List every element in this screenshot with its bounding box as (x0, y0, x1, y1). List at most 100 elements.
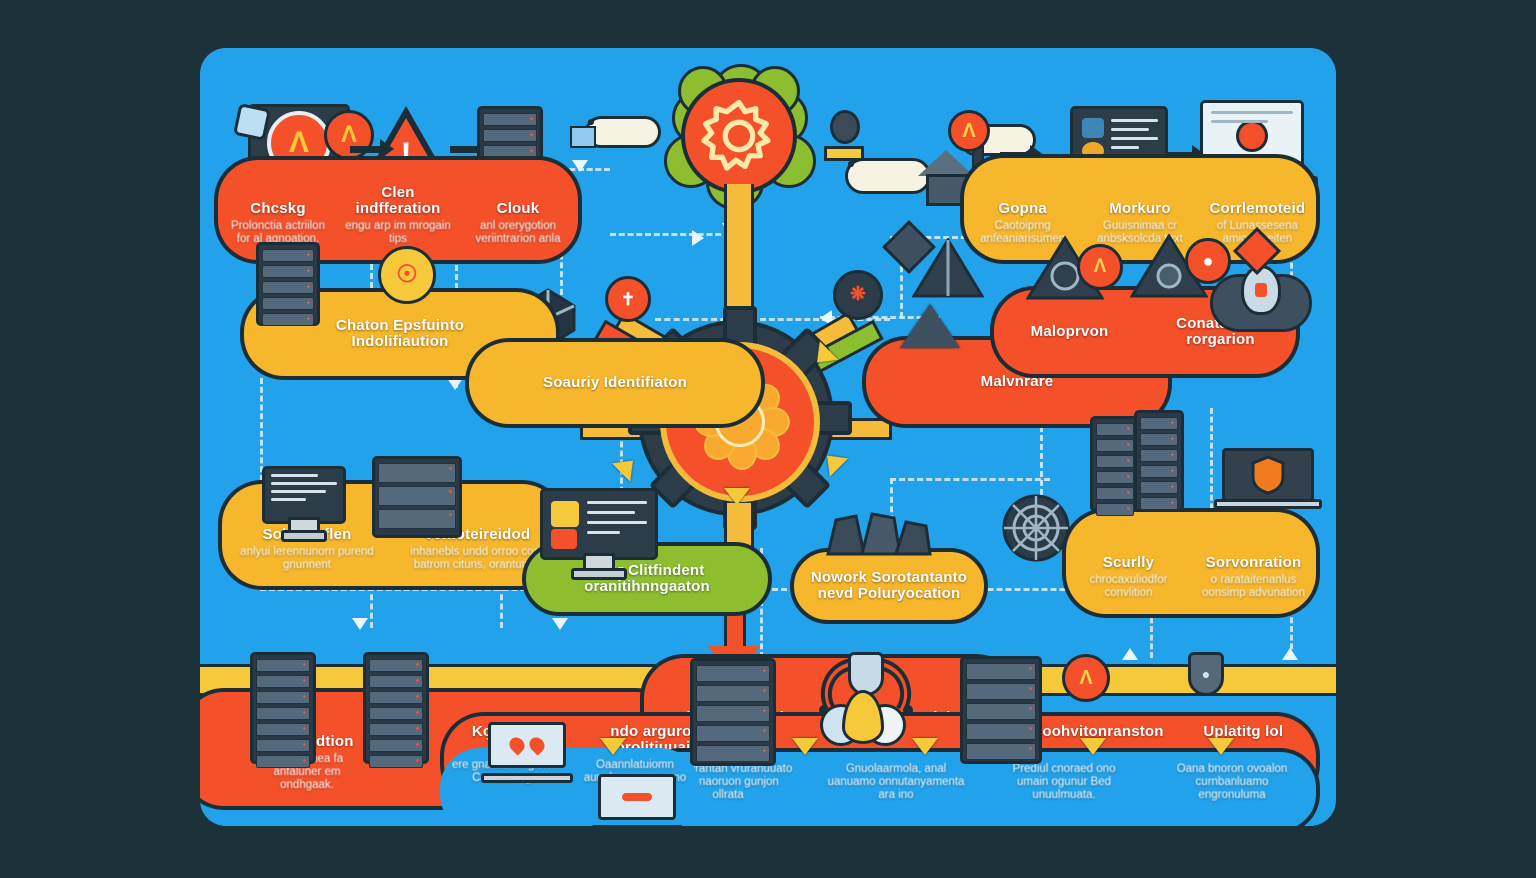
rocks-icon (822, 510, 934, 561)
connector-line (1210, 408, 1213, 518)
tree-trunk (724, 184, 754, 326)
cell-subtitle: engu arp im mrogain tips (345, 220, 451, 245)
connector-line (820, 316, 940, 319)
band-cell: Clouk anl orerygotion veriintrarion anla (458, 201, 578, 260)
band-cell: Sorvonration o rarataitenanlus oonsimp a… (1191, 555, 1316, 614)
band-cell: Uplatitg lol (1171, 724, 1316, 740)
arrow-down-icon (572, 160, 588, 172)
server-rack-icon (690, 658, 776, 766)
bug-icon: ✝ (605, 276, 651, 322)
band-cell: Maloprvon (994, 324, 1145, 340)
pyramid-icon (911, 237, 985, 305)
infographic-canvas: Λ Λ ! Chcskg (200, 48, 1336, 826)
cell-title: Scurlly (1102, 554, 1155, 571)
band-cell: Gnuolaarmola, anal uanuamo onnutanyament… (812, 760, 980, 802)
laptop-icon (591, 774, 683, 826)
band-cell: Soauriy Identifiaton (469, 375, 761, 391)
chevron-down-icon (1208, 738, 1234, 755)
pyramid-icon (900, 304, 960, 348)
cell-subtitle: inhanebls undd orroo cora batrom cituns,… (410, 546, 544, 571)
cell-title: Soauriy Identifiaton (542, 374, 687, 391)
cell-title: Uplatitg lol (1203, 723, 1284, 740)
band-cell: Corrlemoteid of Lunassesena amion rneite… (1199, 201, 1316, 260)
wifi-signal-icon (806, 648, 926, 719)
server-rack-icon (960, 656, 1042, 764)
arrow-right-icon (350, 139, 394, 159)
band-cell: Prediul cnoraed ono umain ogunur Bed unu… (980, 760, 1148, 802)
cell-title: Sorvonration (1205, 554, 1302, 571)
cell-title: Gopna (998, 200, 1047, 217)
arrow-down-icon (352, 618, 368, 630)
sun-icon (681, 78, 797, 194)
cell-subtitle: of Lunassesena amion rneiten (1216, 220, 1298, 245)
chevron-down-icon (792, 738, 818, 755)
cell-subtitle: Gnuolaarmola, anal uanuamo onnutanyament… (827, 763, 965, 801)
band-cell: Ioohvitonranston (1025, 724, 1170, 740)
arrow-right-icon (692, 230, 704, 246)
cell-title: Chaton Epsfuinto Indolifiaution (335, 317, 465, 350)
cell-title: Corrlemoteid (1209, 200, 1306, 217)
cell-subtitle: o rarataitenanlus oonsimp advunation (1202, 574, 1305, 599)
connector-line (890, 236, 1020, 239)
cell-subtitle: Prediul cnoraed ono umain ogunur Bed unu… (1012, 763, 1116, 801)
connector-line (620, 378, 623, 538)
flag-icon (570, 126, 596, 148)
chevron-down-icon (912, 738, 938, 755)
connector-line (900, 248, 903, 318)
connector-line (890, 478, 1050, 481)
cloud-icon (845, 158, 931, 194)
cell-title: Clen indfferation (355, 184, 441, 217)
chevron-icon (724, 488, 750, 505)
cloud-lock-icon (1210, 265, 1312, 332)
band-third-right: Scurlly chrocaxuliodfor convlition Sorvo… (1062, 508, 1320, 618)
band-cell: Scurlly chrocaxuliodfor convlition (1066, 555, 1191, 614)
parachute-icon (824, 110, 864, 161)
laptop-icon (1214, 448, 1322, 509)
cell-subtitle: Guuisnimaa cr anbsksolcda text (1097, 220, 1183, 245)
server-rack-icon (1134, 410, 1184, 512)
cell-subtitle: Oana bnoron ovoalon curnbanluamo engronu… (1176, 763, 1288, 801)
cell-subtitle: Caotoiprng anfeaniarisumen (980, 220, 1066, 245)
connector-line (610, 233, 730, 236)
arrow-down-icon (552, 618, 568, 630)
connector-line (560, 218, 563, 348)
connector-line (1040, 408, 1043, 558)
server-rack-icon (363, 652, 429, 768)
arrow-up-icon (1282, 648, 1298, 660)
arrow-up-icon (1122, 648, 1138, 660)
alert-badge-icon: ● (1185, 238, 1231, 284)
chevron-down-icon (600, 738, 626, 755)
band-cell: Chaton Epsfuinto Indolifiaution (244, 318, 556, 350)
arrow-down-icon (447, 378, 463, 390)
mandala-icon (1000, 492, 1072, 569)
virus-icon: ❋ (833, 270, 883, 320)
alert-badge-icon: Λ (948, 110, 990, 152)
cell-title: Clouk (496, 200, 540, 217)
band-cell: Gopna Caotoiprng anfeaniarisumen (964, 201, 1081, 260)
monitor-icon (540, 488, 658, 580)
cell-subtitle: anl orerygotion veriintrarion anla (475, 220, 561, 245)
server-rack-icon (250, 652, 316, 768)
alert-badge-icon: Λ (1062, 654, 1110, 702)
band-cell: Eper Clitfindent oranitihnngaaton (526, 563, 768, 595)
cell-title: Ioohvitonranston (1037, 723, 1164, 740)
laptop-icon (481, 722, 573, 783)
connector-line (260, 588, 1290, 591)
hexagon-icon (233, 103, 271, 141)
chevron-down-icon (1080, 738, 1106, 755)
cell-subtitle: chrocaxuliodfor convlition (1089, 574, 1168, 599)
alert-badge-icon: Λ (1077, 244, 1123, 290)
cell-subtitle: anlyui lerennunorn purend gnunnent (240, 546, 374, 571)
cloud-icon (585, 116, 661, 148)
server-rack-icon (256, 242, 320, 326)
cell-title: Nowork Sorotantanto nevd Poluryocation (810, 569, 968, 602)
band-second-left-b: Soauriy Identifiaton (465, 338, 765, 428)
server-rack-icon (372, 456, 462, 538)
connector-line (655, 318, 745, 321)
cell-title: Maloprvon (1030, 323, 1109, 340)
location-pin-icon: ☉ (378, 246, 436, 304)
cell-title: Morkuro (1109, 200, 1171, 217)
server-rack-icon (1090, 416, 1140, 516)
band-cell: Clen indfferation engu arp im mrogain ti… (338, 185, 458, 260)
